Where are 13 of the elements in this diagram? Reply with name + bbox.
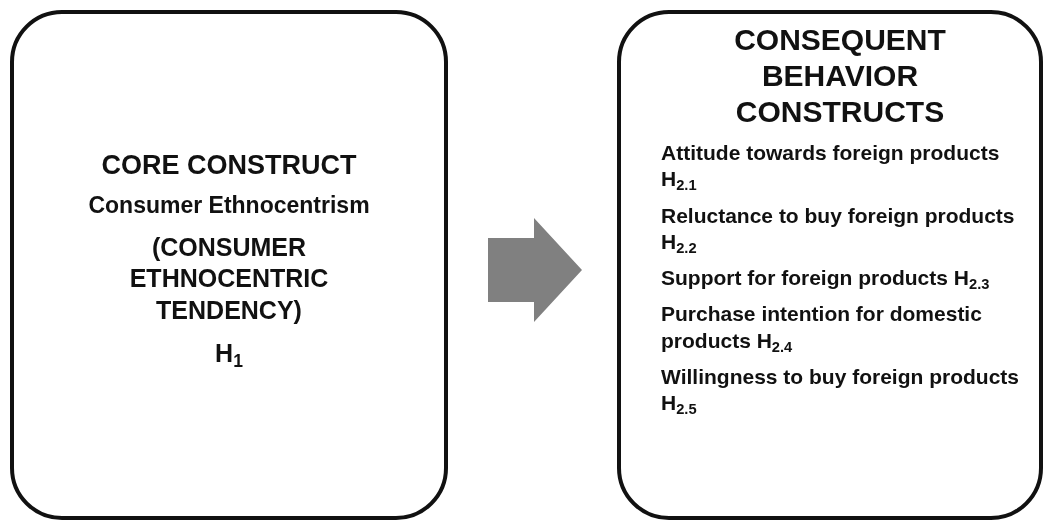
block-arrow <box>488 218 582 322</box>
construct-text: H$_{1}$ <box>215 337 243 370</box>
construct-item: Attitude towards foreign products H$_{2.1}$ <box>661 140 1001 193</box>
construct-item: Purchase intention for domestic products H$_{2.4}$ <box>661 301 983 354</box>
construct-text: Consumer Ethnocentrism <box>88 191 370 221</box>
construct-text: (CONSUMER ETHNOCENTRIC TENDENCY) <box>128 232 330 326</box>
rounded-box <box>10 10 448 520</box>
construct-item: Support for foreign products H$_{2.3}$ <box>661 265 991 292</box>
rounded-box <box>617 10 1043 520</box>
construct-item: Willingness to buy foreign products H$_{2.5}$ <box>661 363 1019 417</box>
box-heading: CONSEQUENT BEHAVIOR CONSTRUCTS <box>733 22 947 130</box>
construct-item: Reluctance to buy foreign products H$_{2.2}$ <box>661 202 1016 255</box>
box-heading: CORE CONSTRUCT <box>101 148 357 182</box>
